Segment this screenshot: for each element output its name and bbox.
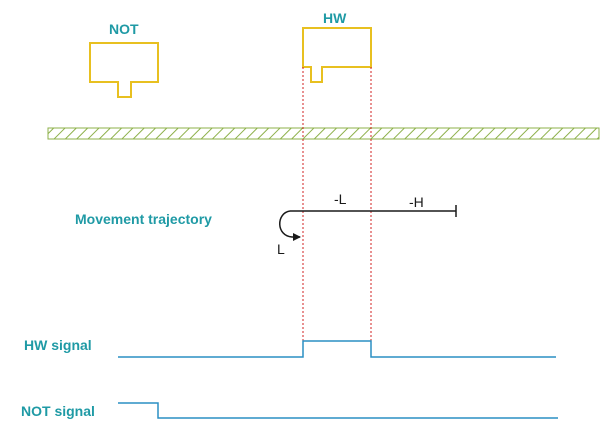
not-sensor-outline [89, 42, 159, 98]
hw-signal: HW signal [24, 337, 556, 358]
not-signal-waveform [118, 402, 558, 419]
hw-sensor-label: HW [323, 10, 347, 26]
hw-sensor: HW [302, 10, 372, 83]
movement-trajectory: Movement trajectory -L -H L [75, 191, 457, 257]
hw-sensor-outline [302, 27, 372, 83]
hw-signal-waveform [118, 340, 556, 358]
trajectory-return-curve [279, 210, 301, 241]
segment-low-label: -L [334, 191, 347, 207]
segment-high-label: -H [409, 194, 424, 210]
trajectory-title: Movement trajectory [75, 211, 212, 227]
not-sensor: NOT [89, 21, 159, 98]
not-sensor-label: NOT [109, 21, 139, 37]
rail [47, 127, 600, 140]
not-signal: NOT signal [21, 402, 558, 419]
hw-signal-label: HW signal [24, 337, 92, 353]
not-signal-label: NOT signal [21, 403, 95, 419]
return-label: L [277, 241, 285, 257]
